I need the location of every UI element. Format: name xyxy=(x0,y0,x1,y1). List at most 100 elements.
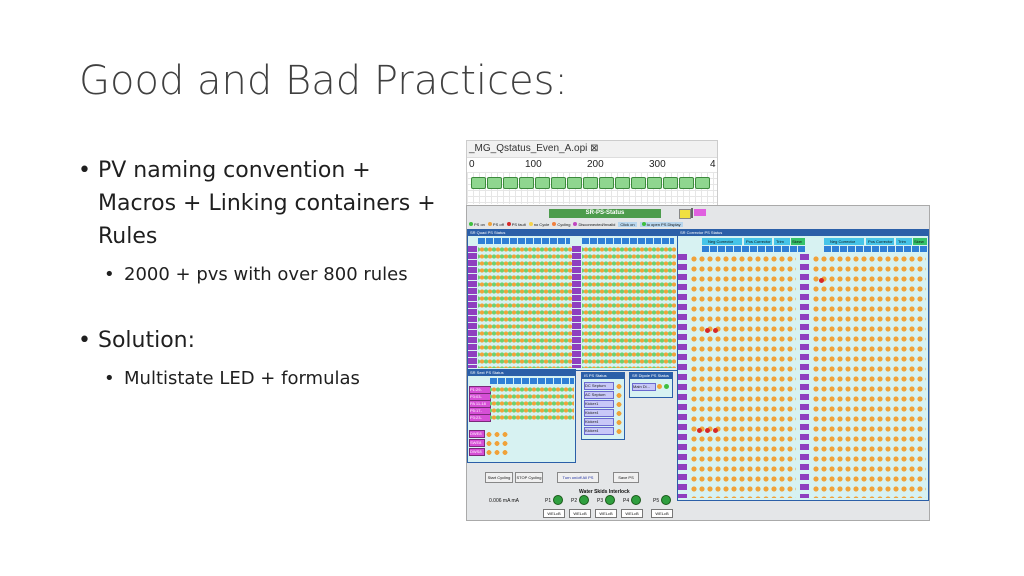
status-led xyxy=(664,384,669,389)
corrector-header: Trim xyxy=(896,238,912,245)
led-widget[interactable] xyxy=(503,177,518,189)
turn-all-ps-button[interactable]: Turn on/off All PS xyxy=(557,472,599,483)
bullet-2-sub-1: Multistate LED + formulas xyxy=(102,365,448,392)
led-widget[interactable] xyxy=(599,177,614,189)
led-widget[interactable] xyxy=(615,177,630,189)
legend-label: to open PS Display xyxy=(646,221,681,227)
reset-button[interactable]: WELcB xyxy=(569,509,591,518)
section-header: IS PS Status xyxy=(582,373,624,379)
dipole-row-label[interactable]: Main Di... xyxy=(632,383,656,391)
reset-button[interactable]: WELcB xyxy=(621,509,643,518)
is-row-label[interactable]: Kicker4 xyxy=(584,427,614,435)
led-widget[interactable] xyxy=(631,177,646,189)
column-headers xyxy=(824,246,928,252)
stop-cycling-button[interactable]: STOP Cycling xyxy=(515,472,543,483)
is-row-label[interactable]: Kicker4 xyxy=(584,409,614,417)
is-row-label[interactable]: DC Septum xyxy=(584,382,614,390)
sext-row-label[interactable]: DWE8 xyxy=(469,430,485,438)
slide-title: Good and Bad Practices: xyxy=(79,58,568,104)
column-headers xyxy=(702,246,806,252)
section-header: SR Sext PS Status xyxy=(468,370,575,376)
legend-label: Cycling xyxy=(557,221,571,227)
editor-ruler: 0 100 200 300 4 xyxy=(467,158,717,173)
corrector-header-label: Pos Corrector xyxy=(868,239,893,244)
sext-ok-led-grid xyxy=(490,386,574,421)
pump-indicator xyxy=(661,495,671,505)
corrector-header-label: Skew xyxy=(792,239,802,244)
legend-label: no Cycle xyxy=(533,221,550,227)
water-skids-label: Water Skids Interlock xyxy=(579,489,630,495)
pump-label: P2 xyxy=(571,498,578,504)
reset-button[interactable]: WELcB xyxy=(595,509,617,518)
led-widget[interactable] xyxy=(519,177,534,189)
help-icon[interactable] xyxy=(694,209,706,216)
row-numbers xyxy=(468,246,477,368)
legend-label: PS fault xyxy=(511,221,526,227)
legend-item: Disconnected/Invalid xyxy=(573,222,615,227)
pump-indicator xyxy=(553,495,563,505)
corrector-header: Pos Corrector xyxy=(744,238,772,245)
fault-led xyxy=(705,428,710,433)
lock-icon[interactable] xyxy=(679,209,691,219)
led-widget[interactable] xyxy=(487,177,502,189)
pump-label: P5 xyxy=(653,498,660,504)
editor-tab[interactable]: _MG_Qstatus_Even_A.opi ⊠ xyxy=(467,141,717,158)
legend-item: Click on xyxy=(618,221,637,227)
row-numbers xyxy=(572,246,581,368)
corrector-header: Pos Corrector xyxy=(866,238,894,245)
status-led xyxy=(657,384,662,389)
is-row-label[interactable]: Kicker4 xyxy=(584,418,614,426)
pump-indicator xyxy=(579,495,589,505)
quad-ps-section: SR Quad PS Status xyxy=(467,229,678,371)
led-widget[interactable] xyxy=(679,177,694,189)
legend-item: PS off xyxy=(487,222,504,227)
corrector-header: Neg Corrector xyxy=(824,238,864,245)
legend-item: no Cycle xyxy=(528,221,550,227)
ruler-tick: 200 xyxy=(587,159,604,170)
corrector-header: Trim xyxy=(774,238,790,245)
start-cycling-button[interactable]: Start Cycling xyxy=(485,472,513,483)
sext-row-label[interactable]: SWE8 xyxy=(469,439,485,447)
quad-ok-led-grid xyxy=(478,246,572,368)
led-widget[interactable] xyxy=(583,177,598,189)
sr-ps-status-panel: SR-PS-Status PS on PS off PS fault no Cy… xyxy=(466,205,930,521)
corrector-header: Skew xyxy=(791,238,805,245)
legend-item: PS fault xyxy=(506,221,526,227)
legend-label: PS on xyxy=(474,221,485,227)
fault-led xyxy=(705,328,710,333)
fault-led xyxy=(713,328,718,333)
sext-led-grid xyxy=(485,430,509,456)
sext-row-label[interactable]: DWS8 xyxy=(469,448,485,456)
legend-label: Click on xyxy=(620,221,635,227)
ruler-tick: 0 xyxy=(469,159,475,170)
ruler-tick: 300 xyxy=(649,159,666,170)
sext-row-label[interactable]: P3:23- xyxy=(469,414,491,422)
reset-button[interactable]: WELcB xyxy=(543,509,565,518)
editor-tab-label: _MG_Qstatus_Even_A.opi xyxy=(469,143,588,154)
panel-divider xyxy=(691,208,693,218)
led-widget[interactable] xyxy=(647,177,662,189)
ruler-tick: 4 xyxy=(710,159,716,170)
led-widget[interactable] xyxy=(551,177,566,189)
led-widget[interactable] xyxy=(695,177,710,189)
legend-label: Disconnected/Invalid xyxy=(578,221,616,227)
editor-led-row xyxy=(471,177,710,189)
bullet-1-sub-1: 2000 + pvs with over 800 rules xyxy=(102,261,448,288)
fault-led xyxy=(713,428,718,433)
fault-led xyxy=(697,428,702,433)
led-widget[interactable] xyxy=(471,177,486,189)
led-widget[interactable] xyxy=(535,177,550,189)
reset-button[interactable]: WELcB xyxy=(651,509,673,518)
legend-item: Cycling xyxy=(552,222,570,227)
save-ps-button[interactable]: Save PS xyxy=(613,472,639,483)
ruler-tick: 100 xyxy=(525,159,542,170)
is-row-label[interactable]: Kicker1 xyxy=(584,400,614,408)
corrector-header-label: Trim xyxy=(898,239,906,244)
corrector-header-label: Neg Corrector xyxy=(708,239,734,244)
led-widget[interactable] xyxy=(567,177,582,189)
is-row-label[interactable]: AC Septum xyxy=(584,391,614,399)
status-legend: PS on PS off PS fault no Cycle Cycling D… xyxy=(469,220,683,228)
bullet-2: Solution: xyxy=(78,324,448,357)
led-widget[interactable] xyxy=(663,177,678,189)
section-header: SR Corrector PS Status xyxy=(678,230,928,236)
